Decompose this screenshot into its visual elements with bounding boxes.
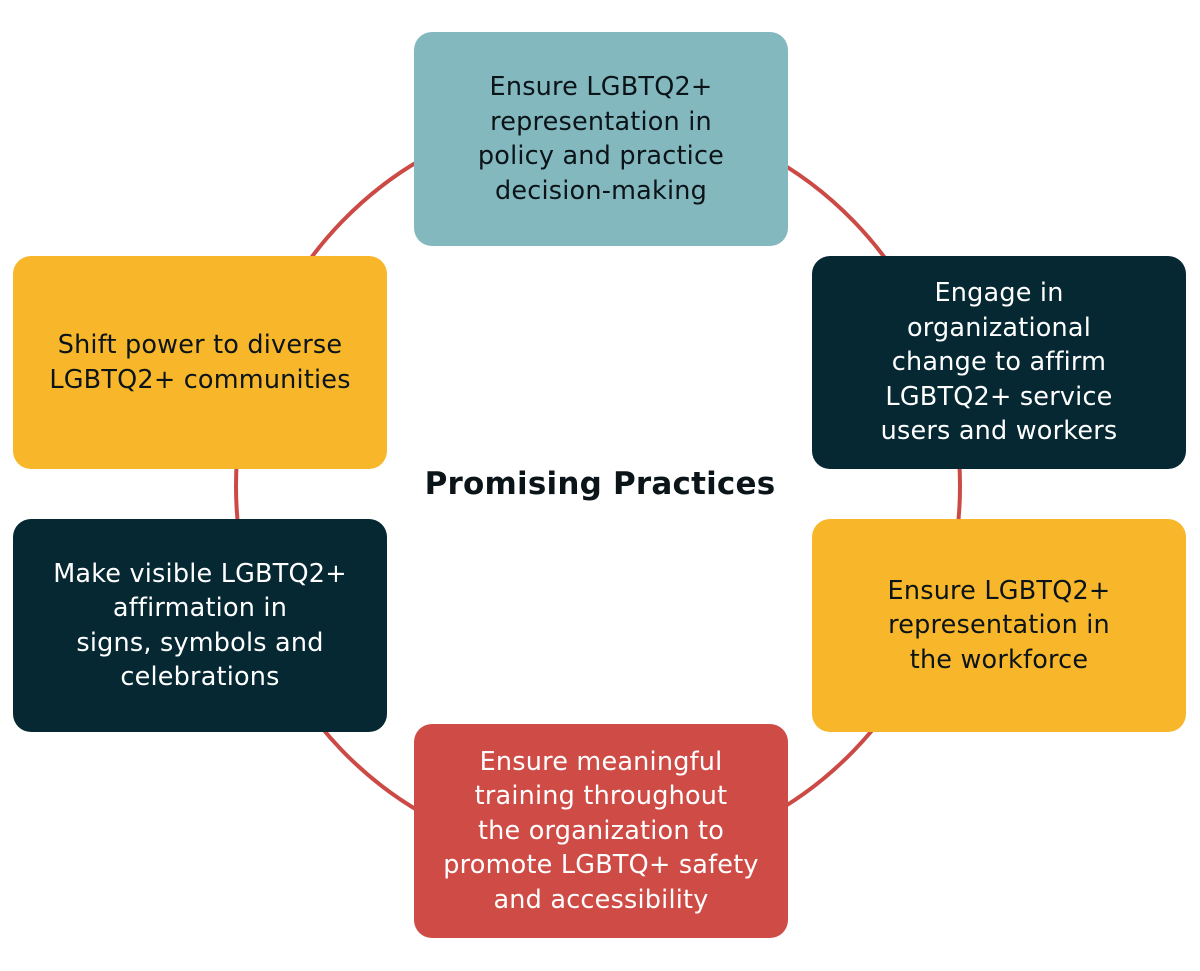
practice-box-shift-power: Shift power to diverse LGBTQ2+ communiti… xyxy=(13,256,387,469)
practice-text-representation-policy: Ensure LGBTQ2+ representation in policy … xyxy=(477,72,725,206)
center-title: Promising Practices xyxy=(424,466,776,502)
practice-box-organizational-change: Engage in organizational change to affir… xyxy=(812,256,1186,469)
practice-text-meaningful-training: Ensure meaningful training throughout th… xyxy=(443,746,759,915)
practice-text-organizational-change: Engage in organizational change to affir… xyxy=(880,278,1118,447)
practice-box-visible-affirmation: Make visible LGBTQ2+ affirmation in sign… xyxy=(13,519,387,732)
practice-text-visible-affirmation: Make visible LGBTQ2+ affirmation in sign… xyxy=(53,558,347,693)
practice-text-shift-power: Shift power to diverse LGBTQ2+ communiti… xyxy=(49,330,351,395)
practice-text-workforce-representation: Ensure LGBTQ2+ representation in the wor… xyxy=(887,575,1111,675)
practice-box-meaningful-training: Ensure meaningful training throughout th… xyxy=(414,724,788,938)
practice-box-representation-policy: Ensure LGBTQ2+ representation in policy … xyxy=(414,32,788,246)
practice-box-workforce-representation: Ensure LGBTQ2+ representation in the wor… xyxy=(812,519,1186,732)
